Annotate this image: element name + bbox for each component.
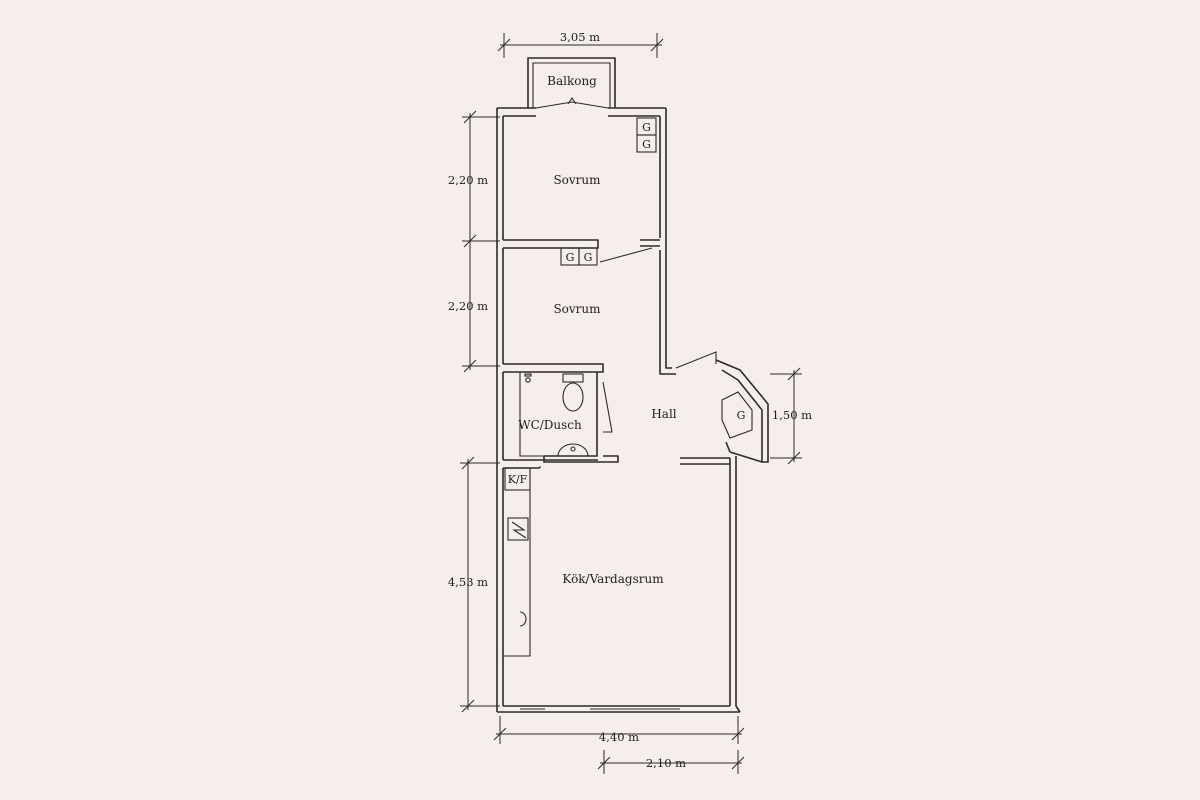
closet-label: G [566,251,575,264]
closet-bedroom-2: G G [560,247,598,266]
closet-label: G [642,121,651,134]
stove-icon [507,517,529,541]
bedroom-2: G G Sovrum [553,247,601,316]
kitchen-living: K/F Kök/Vardagsrum [503,459,664,657]
dimension-bottom-partial: 2,10 m [597,750,745,774]
kitchen-sink-icon [519,611,527,627]
dimension-label: 3,05 m [560,30,600,44]
closet-label: G [642,138,651,151]
dimension-kitchen-depth: 4,53 m [448,456,500,713]
dimension-label: 4,40 m [599,730,639,744]
partition-bedrooms [503,239,660,263]
dimension-top-width: 3,05 m [497,30,664,58]
closet-bedroom-1-top: G G [636,117,657,153]
room-label-bathroom: WC/Dusch [518,418,582,432]
dimension-bedroom-2-depth: 2,20 m [448,241,500,373]
dimension-label: 2,20 m [448,299,488,313]
dimension-label: 1,50 m [772,408,812,422]
shower-icon [524,373,532,383]
dimension-label: 2,10 m [646,756,686,770]
closet-hall: G [721,391,753,439]
balcony: Balkong [527,57,616,109]
closet-label: G [737,409,746,422]
dimension-bottom-width: 4,40 m [493,716,745,744]
room-label-kitchen-living: Kök/Vardagsrum [562,572,664,586]
room-label-hall: Hall [651,407,676,421]
room-label-bedroom-1: Sovrum [553,173,601,187]
room-label-balcony: Balkong [547,74,597,88]
dimension-label: 4,53 m [448,575,488,589]
hall: G Hall [651,351,753,439]
toilet-icon [562,373,584,412]
dimension-hall-niche: 1,50 m [770,367,812,465]
bathroom: WC/Dusch [503,363,619,463]
closet-label: G [584,251,593,264]
fridge-freezer-label: K/F [508,473,528,486]
outer-walls [496,107,769,713]
bedroom-1: G G Sovrum [553,117,657,187]
fridge-freezer: K/F [504,467,531,491]
dimension-bedroom-1-depth: 2,20 m [448,110,500,248]
sink-icon [557,443,589,457]
room-label-bedroom-2: Sovrum [553,302,601,316]
dimension-label: 2,20 m [448,173,488,187]
